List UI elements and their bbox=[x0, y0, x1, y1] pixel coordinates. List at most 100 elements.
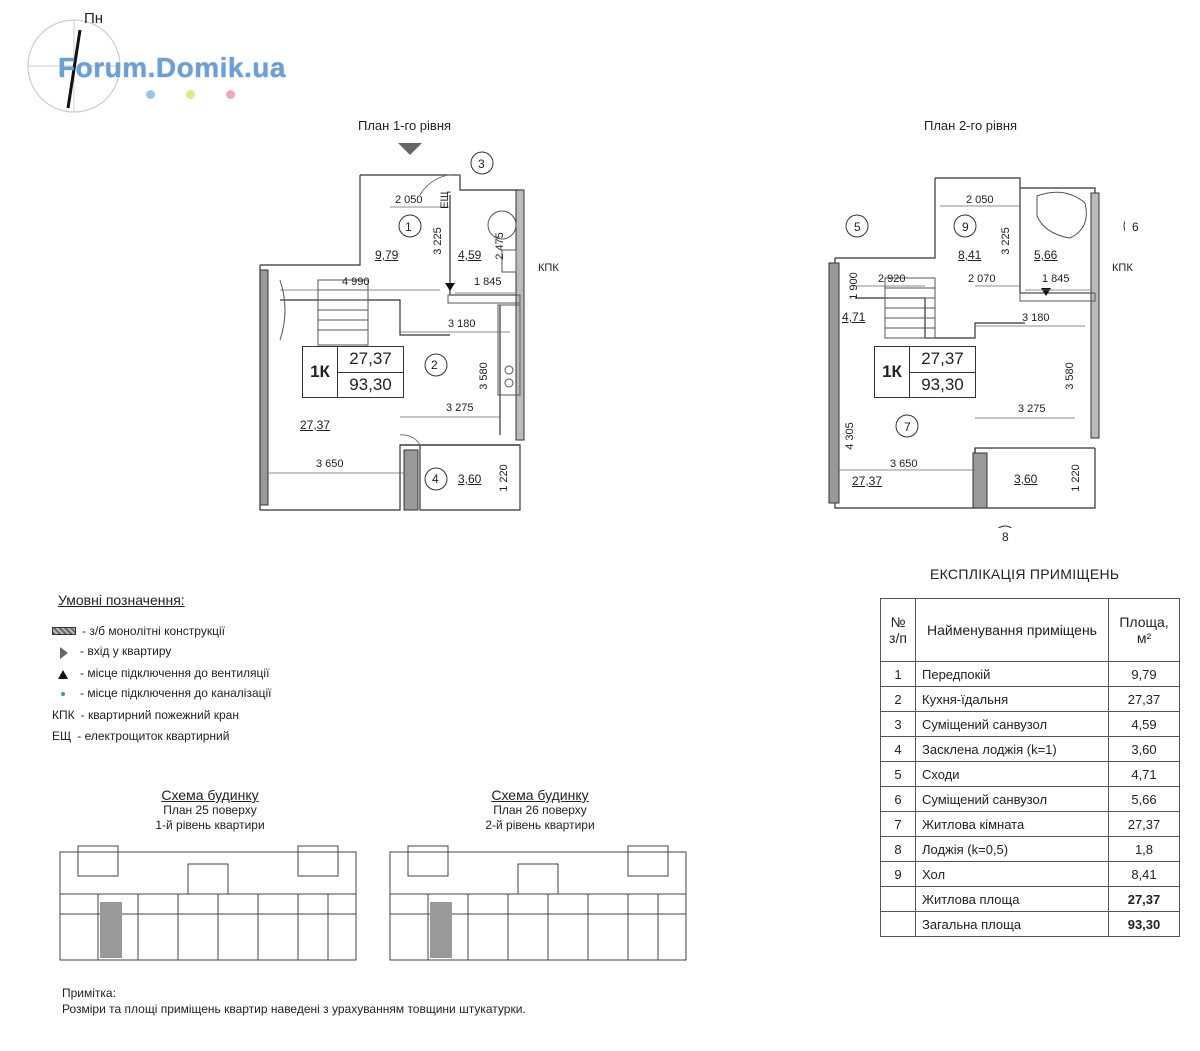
table-cell: Сходи bbox=[915, 761, 1109, 787]
legend-item: - вхід у квартиру bbox=[52, 644, 171, 659]
plan1-room-2-number: 2 bbox=[431, 358, 438, 372]
explication-table: № з/п Найменування приміщень Площа, м² 1… bbox=[880, 598, 1180, 937]
vent-icon bbox=[52, 668, 74, 679]
compass-icon bbox=[27, 19, 121, 113]
badge-living: 27,37 bbox=[910, 347, 975, 373]
table-cell: Передпокій bbox=[915, 661, 1109, 687]
blue-dot-icon bbox=[146, 90, 155, 99]
plan2-room-8-number: 8 bbox=[1002, 530, 1009, 544]
plan1-area-1: 9,79 bbox=[375, 248, 399, 262]
pink-dot-icon bbox=[226, 90, 235, 99]
badge-total: 93,30 bbox=[921, 374, 964, 394]
scheme2-line2: 2-й рівень квартири bbox=[485, 818, 595, 832]
table-cell: 8 bbox=[880, 836, 916, 862]
table-cell: 1 bbox=[880, 661, 916, 687]
plan2-apartment-badge: 1К 27,37 93,30 bbox=[874, 346, 976, 398]
header-name: Найменування приміщень bbox=[915, 598, 1109, 662]
header-area: Площа, м² bbox=[1108, 598, 1180, 662]
table-cell: 4 bbox=[880, 736, 916, 762]
plan1-dim: 3 650 bbox=[316, 458, 344, 470]
scheme1-line2: 1-й рівень квартири bbox=[155, 818, 265, 832]
plan1-area-kitchen: 27,37 bbox=[300, 418, 331, 432]
plan2-area-8: 3,60 bbox=[1014, 472, 1038, 486]
plan2-dim: 2 920 bbox=[878, 273, 906, 285]
legend-text: - місце підключення до вентиляції bbox=[80, 666, 270, 680]
plan1-dim: 3 275 bbox=[446, 402, 474, 414]
scheme2-title: Схема будинку bbox=[491, 787, 589, 803]
legend-item: ЕЩ - електрощиток квартирний bbox=[52, 729, 229, 743]
badge-type: 1К bbox=[303, 347, 338, 397]
table-cell: 4,71 bbox=[1108, 761, 1180, 787]
table-cell: Хол bbox=[915, 861, 1109, 887]
table-cell: 5 bbox=[880, 761, 916, 787]
explication-title: ЕКСПЛІКАЦІЯ ПРИМІЩЕНЬ bbox=[930, 566, 1120, 582]
badge-type: 1К bbox=[875, 347, 910, 397]
logo-text[interactable]: Forum.Domik.ua bbox=[58, 52, 286, 83]
plan2-dim: 4 305 bbox=[843, 422, 856, 450]
plan2-dim: 3 225 bbox=[999, 227, 1012, 255]
note-title: Примітка: bbox=[62, 986, 116, 1000]
table-cell: Лоджія (k=0,5) bbox=[915, 836, 1109, 862]
table-cell bbox=[880, 911, 916, 937]
legend-item: - з/б монолітні конструкції bbox=[52, 624, 225, 638]
plan2-dim: 1 220 bbox=[1069, 464, 1082, 492]
badge-living: 27,37 bbox=[338, 347, 403, 373]
wall-icon bbox=[52, 627, 76, 635]
table-cell: 2 bbox=[880, 686, 916, 712]
table-cell: 7 bbox=[880, 811, 916, 837]
plan2-dim: 1 845 bbox=[1042, 273, 1070, 285]
plan2-room-5-number: 5 bbox=[854, 220, 861, 234]
header-number: № з/п bbox=[880, 598, 916, 662]
table-cell bbox=[880, 886, 916, 912]
table-cell: 4,59 bbox=[1108, 711, 1180, 737]
plan2-room-6-number: 6 bbox=[1132, 220, 1139, 234]
plan1-dim: 2 475 bbox=[493, 232, 506, 260]
plan1-room-4-number: 4 bbox=[432, 472, 439, 486]
plan2-title: План 2-го рівня bbox=[924, 118, 1018, 133]
legend-title: Умовні позначення: bbox=[58, 592, 185, 608]
table-cell: 27,37 bbox=[1108, 811, 1180, 837]
plan2-area-5: 4,71 bbox=[842, 310, 866, 324]
logo-area bbox=[22, 8, 342, 118]
table-cell: Житлова кімната bbox=[915, 811, 1109, 837]
plan1-room-1-number: 1 bbox=[405, 220, 412, 234]
scheme1-caption: Схема будинку План 25 поверху 1-й рівень… bbox=[110, 788, 310, 833]
plan2-dim: 2 070 bbox=[968, 273, 996, 285]
table-cell: 27,37 bbox=[1108, 686, 1180, 712]
scheme2-caption: Схема будинку План 26 поверху 2-й рівень… bbox=[440, 788, 640, 833]
legend-text: - місце підключення до каналізації bbox=[80, 686, 272, 700]
legend-text: - з/б монолітні конструкції bbox=[82, 624, 225, 638]
legend-item: - місце підключення до каналізації bbox=[52, 686, 272, 700]
table-cell: Суміщений санвузол bbox=[915, 786, 1109, 812]
plan1-area-4: 3,60 bbox=[458, 472, 482, 486]
plan1-dim: 3 180 bbox=[448, 318, 476, 330]
plan1-drawing bbox=[259, 143, 525, 511]
legend-symbol: ЕЩ bbox=[52, 729, 72, 743]
plan2-dim: 3 275 bbox=[1018, 403, 1046, 415]
badge-total: 93,30 bbox=[349, 374, 392, 394]
note-text: Розміри та площі приміщень квартир навед… bbox=[62, 1002, 526, 1016]
plan1-dim: 1 220 bbox=[497, 464, 510, 492]
plan2-kpk: КПК bbox=[1112, 262, 1133, 274]
scheme2-line1: План 26 поверху bbox=[493, 803, 587, 817]
plan1-area-3: 4,59 bbox=[458, 248, 482, 262]
table-cell: 5,66 bbox=[1108, 786, 1180, 812]
plan1-apartment-badge: 1К 27,37 93,30 bbox=[302, 346, 404, 398]
scheme1-title: Схема будинку bbox=[161, 787, 259, 803]
plan1-kpk: КПК bbox=[538, 262, 559, 274]
building-scheme-2 bbox=[389, 845, 687, 961]
table-cell: Житлова площа bbox=[915, 886, 1109, 912]
table-cell: 3 bbox=[880, 711, 916, 737]
plan1-dim: 3 580 bbox=[477, 362, 490, 390]
table-cell: Загальна площа bbox=[915, 911, 1109, 937]
table-cell: Суміщений санвузол bbox=[915, 711, 1109, 737]
plan2-dim: 3 650 bbox=[890, 458, 918, 470]
table-cell: Кухня-їдальня bbox=[915, 686, 1109, 712]
